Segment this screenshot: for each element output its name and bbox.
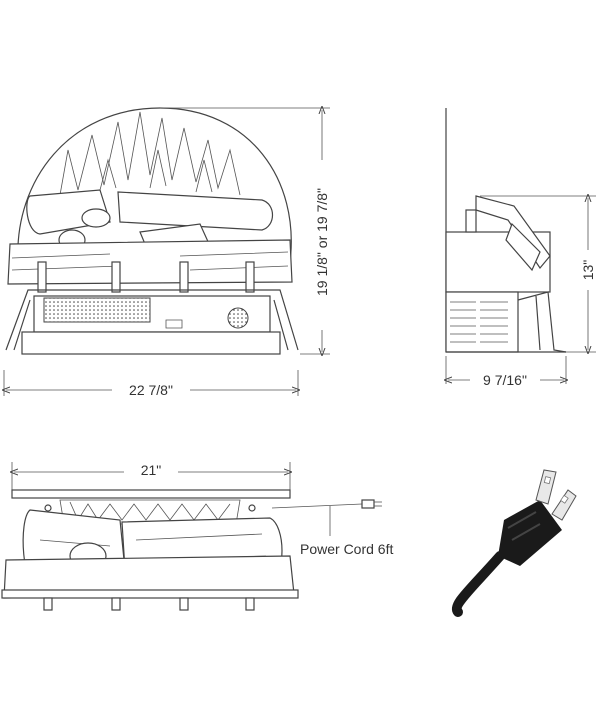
plug-grip-ridges <box>507 511 541 541</box>
top-view: 21" Power Cord 6ft <box>1 460 393 611</box>
front-grate-bars <box>37 261 255 293</box>
side-height-label-bg <box>579 250 597 290</box>
front-width-label-bg <box>112 380 190 400</box>
front-ember-bed <box>7 239 293 285</box>
side-height-label: 13" <box>580 260 596 281</box>
front-grate-frame <box>5 289 299 351</box>
front-height-label-bg <box>313 160 331 330</box>
side-view: 9 7/16" 13" <box>446 108 597 390</box>
front-base <box>21 331 281 355</box>
top-width-label-bg <box>124 460 178 480</box>
power-cord-plug-small <box>361 499 375 509</box>
front-log-end-1 <box>81 208 111 228</box>
top-plate <box>11 489 291 499</box>
side-log-tube <box>505 222 541 272</box>
side-depth-label-bg <box>470 370 540 390</box>
front-flames-inner <box>99 149 213 193</box>
top-feet <box>43 597 255 611</box>
side-vent-slats <box>450 301 508 343</box>
front-width-label: 22 7/8" <box>129 382 173 398</box>
front-log-top <box>117 191 274 231</box>
power-cord-line <box>271 503 363 509</box>
top-base-plate <box>1 589 299 599</box>
plug-body <box>498 500 562 566</box>
side-depth-label: 9 7/16" <box>483 372 527 388</box>
front-heater-vent <box>43 297 151 323</box>
front-ember-texture <box>11 251 289 271</box>
front-flames <box>59 111 241 196</box>
front-speaker-grill <box>227 307 249 329</box>
side-heater-box <box>445 291 519 353</box>
power-cord-label: Power Cord 6ft <box>300 541 393 557</box>
plug-prongs <box>535 469 577 521</box>
front-view: 22 7/8" 19 1/8" or 19 7/8" <box>4 108 331 400</box>
front-switch <box>165 319 183 329</box>
front-height-label: 19 1/8" or 19 7/8" <box>314 188 330 296</box>
side-bracket <box>465 209 477 233</box>
top-mount-holes <box>44 504 256 512</box>
power-plug-icon <box>451 469 577 617</box>
side-grate-leg <box>517 291 567 353</box>
top-width-label: 21" <box>141 462 162 478</box>
plug-cable <box>451 551 505 617</box>
